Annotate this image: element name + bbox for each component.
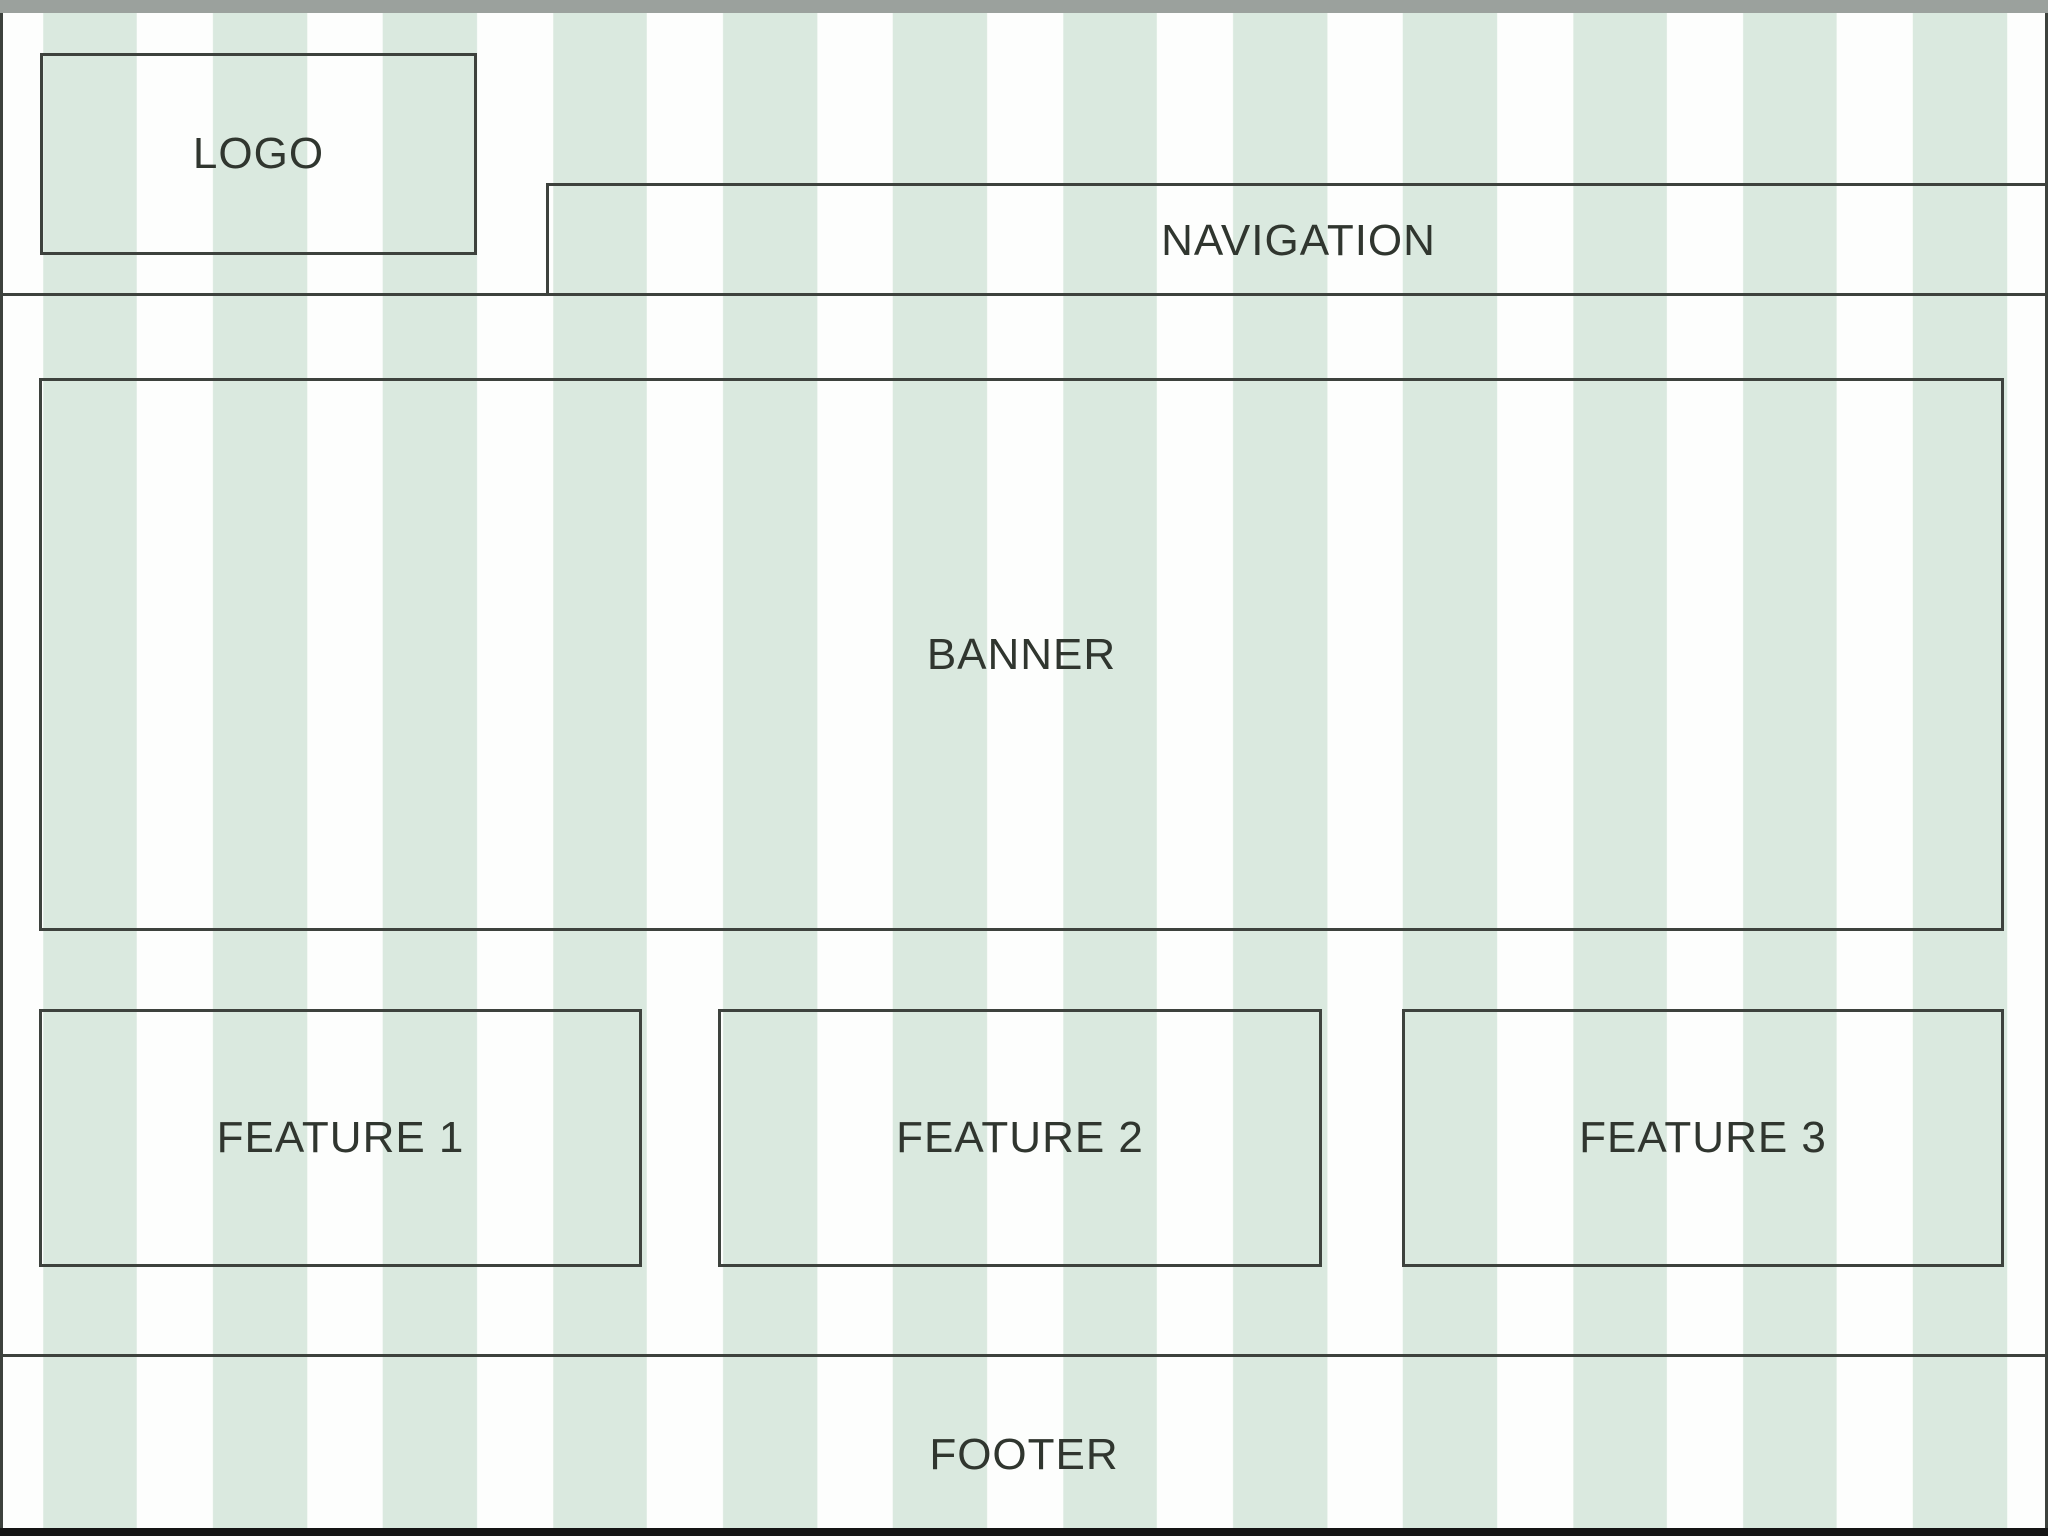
feature-card-1[interactable]: FEATURE 1 [39,1009,642,1267]
footer-divider-line [0,1354,2048,1357]
banner-label: BANNER [926,629,1117,679]
page-right-border [2045,13,2048,1536]
logo-box[interactable]: LOGO [40,53,477,255]
window-chrome-top-bar [0,0,2048,13]
feature-card-2[interactable]: FEATURE 2 [718,1009,1322,1267]
navigation-bar[interactable]: NAVIGATION [546,183,2048,296]
feature-3-label: FEATURE 3 [1579,1113,1827,1162]
logo-label: LOGO [192,129,325,178]
feature-1-label: FEATURE 1 [216,1113,465,1162]
footer-label: FOOTER [929,1430,1119,1479]
page-left-border [0,13,3,1536]
footer-region[interactable]: FOOTER [0,1400,2048,1510]
window-chrome-bottom-bar [0,1528,2048,1536]
navigation-label: NAVIGATION [1161,216,1436,265]
feature-card-3[interactable]: FEATURE 3 [1402,1009,2004,1267]
header-divider-line [0,293,2048,296]
feature-2-label: FEATURE 2 [896,1113,1144,1162]
banner-box[interactable]: BANNER [39,378,2004,931]
